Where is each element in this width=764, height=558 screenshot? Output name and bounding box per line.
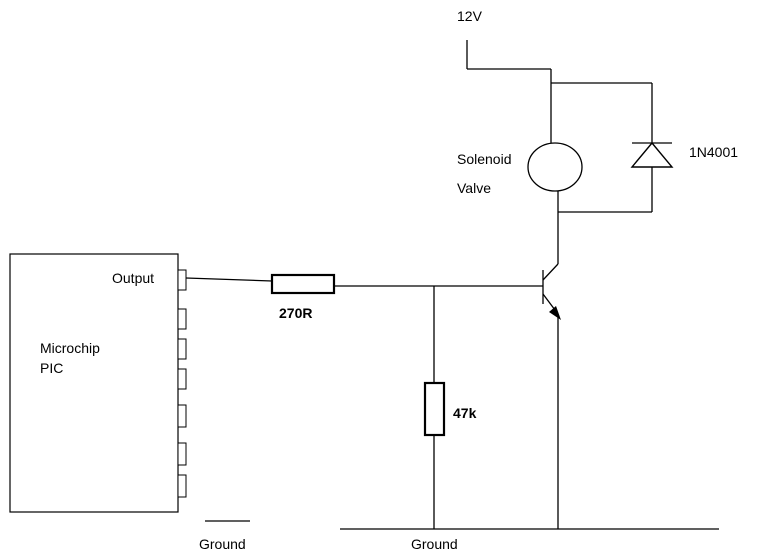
pulldown-resistor-label: 47k (453, 405, 477, 421)
flyback-diode: 1N4001 (630, 141, 738, 168)
series-resistor-body (270, 273, 336, 295)
solenoid-label-line2: Valve (457, 180, 491, 196)
pic-pin (177, 308, 187, 330)
diode-label: 1N4001 (689, 144, 738, 160)
base-drive-line (185, 277, 543, 287)
pic-body (9, 253, 179, 513)
solenoid-valve: Solenoid Valve (457, 142, 583, 196)
ground-left-label: Ground (199, 536, 246, 552)
solenoid-label-line1: Solenoid (457, 151, 512, 167)
ground-left: Ground (199, 520, 250, 552)
series-resistor: 270R (270, 273, 336, 321)
npn-transistor (542, 263, 561, 529)
supply-label: 12V (457, 8, 483, 24)
microchip-pic: Output Microchip PIC (9, 253, 187, 513)
solenoid-valve-symbol (527, 142, 583, 192)
transistor-collector (542, 263, 559, 281)
pic-pin-output (177, 269, 187, 291)
pic-pin (177, 442, 187, 466)
output-label: Output (112, 270, 154, 286)
series-resistor-label: 270R (279, 305, 312, 321)
supply-12v: 12V (457, 8, 551, 70)
ground-center-label: Ground (411, 536, 458, 552)
transistor-emitter-arrow (549, 306, 561, 320)
pulldown-resistor-body (423, 381, 446, 437)
pulldown-resistor: 47k (423, 286, 477, 529)
pic-pin (177, 404, 187, 428)
pic-label-line1: Microchip (40, 340, 100, 356)
ground-center: Ground (340, 528, 719, 552)
pic-pin (177, 368, 187, 390)
pic-pin (177, 474, 187, 498)
diode-triangle (630, 141, 674, 168)
pic-pin (177, 338, 187, 360)
pic-label-line2: PIC (40, 360, 63, 376)
